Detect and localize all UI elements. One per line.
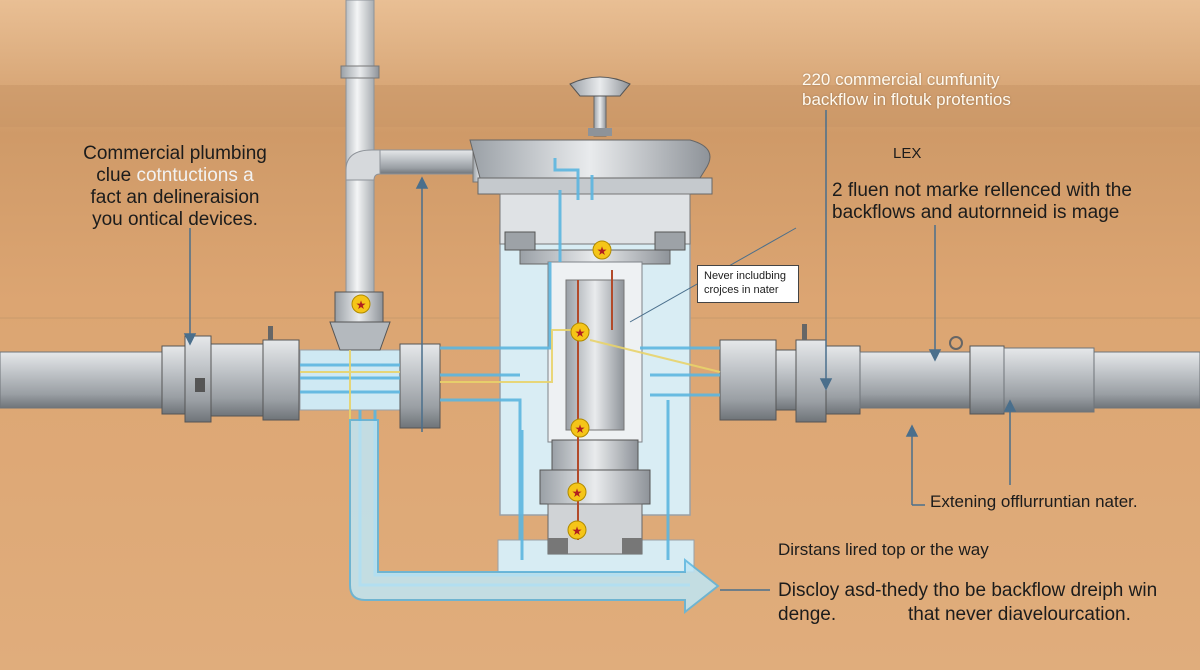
check-valve-star-icon: ★ bbox=[567, 520, 587, 540]
callout-line-1: Never includbing bbox=[704, 270, 786, 282]
callout-box: Never includbing crojces in nater bbox=[697, 265, 799, 303]
left-line-4: you ontical devices. bbox=[92, 208, 258, 230]
check-valve-star-icon: ★ bbox=[592, 240, 612, 260]
left-line-3: fact an delineraision bbox=[90, 186, 260, 208]
main-pipe-right bbox=[719, 324, 1200, 423]
left-line-2: clue cotntuctions a bbox=[60, 165, 290, 187]
svg-text:★: ★ bbox=[575, 326, 586, 340]
svg-text:★: ★ bbox=[572, 486, 583, 500]
check-valve-star-icon: ★ bbox=[567, 482, 587, 502]
disclosure-line-2a: denge. bbox=[778, 604, 837, 625]
disclosure-line-2b: that never diavelourcation. bbox=[908, 604, 1131, 625]
check-valve-star-icon: ★ bbox=[570, 418, 590, 438]
check-valve-star-icon: ★ bbox=[351, 294, 371, 314]
left-line-2a: clue bbox=[96, 164, 137, 186]
vent-cap-icon bbox=[569, 76, 631, 97]
title-label-top-right: 220 commercial cumfunity backflow in flo… bbox=[802, 70, 1011, 109]
disclosure-line-1: Discloy asd-thedy tho be backflow dreiph… bbox=[778, 580, 1158, 601]
left-line-2b: cotntuctions a bbox=[136, 164, 254, 186]
svg-text:★: ★ bbox=[597, 244, 608, 258]
right-description: 2 fluen not marke rellenced with the bac… bbox=[832, 180, 1132, 224]
svg-text:★: ★ bbox=[356, 298, 367, 312]
callout-line-2: crojces in nater bbox=[704, 283, 779, 296]
right-line-2: backflows and autornneid is mage bbox=[832, 201, 1120, 223]
flow-arrow-icon bbox=[349, 419, 720, 615]
left-line-1: Commercial plumbing bbox=[83, 143, 267, 164]
left-cross-fitting bbox=[299, 291, 441, 429]
title-line-1: 220 commercial cumfunity bbox=[802, 70, 1000, 89]
leader-lines bbox=[183, 110, 1017, 591]
right-line-1: 2 fluen not marke rellenced with the bbox=[832, 180, 1132, 201]
svg-text:★: ★ bbox=[575, 422, 586, 436]
extending-label: Extening offlurruntian nater. bbox=[930, 492, 1138, 511]
check-valve-star-icon: ★ bbox=[570, 322, 590, 342]
check-valve-markers: ★ ★ ★ ★ ★ ★ bbox=[351, 240, 612, 540]
title-line-2: backflow in flotuk protentios bbox=[802, 89, 1011, 109]
valve-housing bbox=[497, 224, 695, 573]
valve-cap bbox=[469, 95, 713, 251]
lex-label: LEX bbox=[893, 145, 922, 162]
left-description: Commercial plumbing clue cotntuctions a … bbox=[60, 143, 290, 230]
distance-label: Dirstans lired top or the way bbox=[778, 540, 989, 559]
main-pipe-left bbox=[0, 326, 300, 423]
svg-text:★: ★ bbox=[572, 524, 583, 538]
